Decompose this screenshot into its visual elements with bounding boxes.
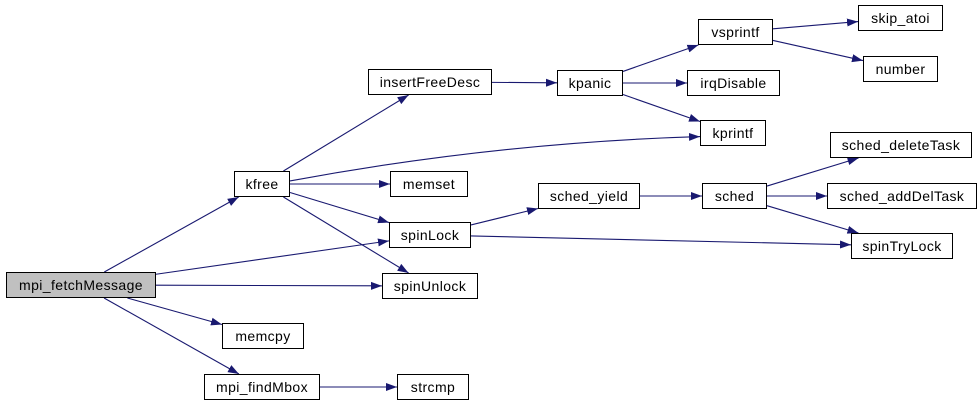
node-spinLock[interactable]: spinLock xyxy=(389,222,471,248)
edge-vsprintf-to-number xyxy=(772,39,864,63)
node-label: spinTryLock xyxy=(862,238,942,254)
node-sched_addDelTask[interactable]: sched_addDelTask xyxy=(827,183,977,209)
node-label: insertFreeDesc xyxy=(379,74,481,90)
node-memset[interactable]: memset xyxy=(390,171,468,197)
node-label: kprintf xyxy=(712,125,754,141)
node-label: spinUnlock xyxy=(393,278,467,294)
node-number[interactable]: number xyxy=(863,56,938,82)
edge-mpi_fetchMessage-to-spinLock xyxy=(155,238,390,275)
node-spinTryLock[interactable]: spinTryLock xyxy=(851,233,953,259)
node-sched_deleteTask[interactable]: sched_deleteTask xyxy=(830,132,972,158)
graph-edges xyxy=(103,18,864,391)
node-strcmp[interactable]: strcmp xyxy=(397,374,469,400)
node-label: sched_addDelTask xyxy=(839,188,965,204)
edge-kfree-to-spinUnlock xyxy=(283,196,409,274)
edge-spinLock-to-spinTryLock xyxy=(470,235,852,249)
node-label: sched xyxy=(714,188,755,204)
node-label: number xyxy=(875,61,926,77)
node-label: spinLock xyxy=(400,227,460,243)
node-kpanic[interactable]: kpanic xyxy=(557,70,623,96)
edge-kfree-to-insertFreeDesc xyxy=(283,94,409,172)
node-irqDisable[interactable]: irqDisable xyxy=(687,70,780,96)
edge-mpi_fetchMessage-to-memcpy xyxy=(127,297,223,326)
node-mpi_fetchMessage[interactable]: mpi_fetchMessage xyxy=(6,272,156,298)
node-memcpy[interactable]: memcpy xyxy=(222,323,304,349)
edge-mpi_fetchMessage-to-spinUnlock xyxy=(155,281,383,290)
node-label: sched_deleteTask xyxy=(841,137,961,153)
node-sched[interactable]: sched xyxy=(702,183,767,209)
node-label: mpi_findMbox xyxy=(216,379,308,395)
node-label: kpanic xyxy=(568,75,612,91)
edge-kfree-to-spinLock xyxy=(289,191,390,224)
edge-kpanic-to-vsprintf xyxy=(622,44,699,72)
edge-vsprintf-to-skip_atoi xyxy=(772,18,859,30)
edge-mpi_fetchMessage-to-mpi_findMbox xyxy=(103,297,240,375)
node-label: strcmp xyxy=(410,379,456,395)
edge-sched-to-spinTryLock xyxy=(766,205,859,234)
node-vsprintf[interactable]: vsprintf xyxy=(698,19,773,45)
node-insertFreeDesc[interactable]: insertFreeDesc xyxy=(368,69,492,95)
node-label: kfree xyxy=(245,176,279,192)
node-mpi_findMbox[interactable]: mpi_findMbox xyxy=(204,374,320,400)
node-label: mpi_fetchMessage xyxy=(19,277,143,293)
edge-sched-to-sched_deleteTask xyxy=(766,157,859,187)
edge-mpi_fetchMessage-to-kfree xyxy=(104,196,239,273)
node-skip_atoi[interactable]: skip_atoi xyxy=(858,5,943,31)
edge-kfree-to-kprintf xyxy=(289,132,701,182)
edge-kpanic-to-kprintf xyxy=(622,94,701,122)
node-label: memset xyxy=(402,176,456,192)
node-label: sched_yield xyxy=(549,188,629,204)
edge-spinLock-to-sched_yield xyxy=(470,207,539,226)
node-label: skip_atoi xyxy=(871,10,930,26)
node-kprintf[interactable]: kprintf xyxy=(700,120,766,146)
node-label: memcpy xyxy=(235,328,291,344)
node-label: irqDisable xyxy=(700,75,767,91)
node-spinUnlock[interactable]: spinUnlock xyxy=(382,273,478,299)
node-label: vsprintf xyxy=(711,24,760,40)
node-kfree[interactable]: kfree xyxy=(234,171,290,197)
node-sched_yield[interactable]: sched_yield xyxy=(538,183,640,209)
